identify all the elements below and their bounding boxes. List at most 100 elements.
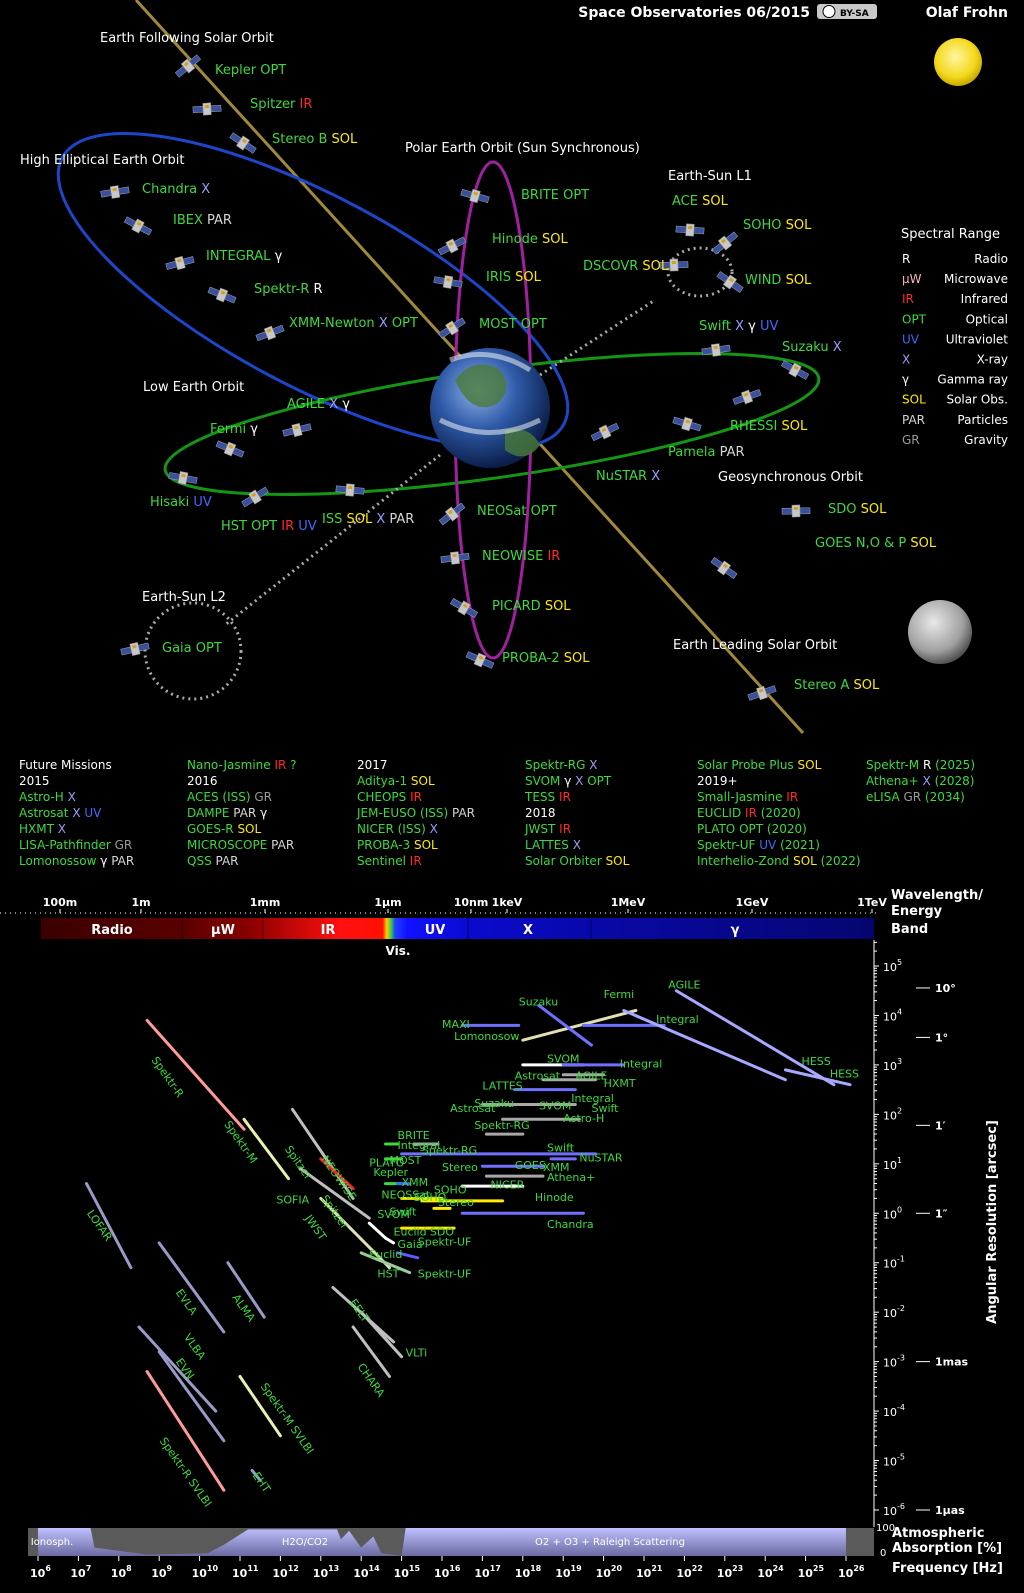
series-label: Gaia	[398, 1238, 423, 1251]
band-tag: UV	[294, 519, 317, 534]
series-label: HESS	[802, 1055, 831, 1068]
satellite-icon	[438, 317, 466, 339]
mission-label-chandra: Chandra X	[142, 182, 210, 197]
mission-label-xmm: XMM-Newton X OPT	[289, 316, 418, 331]
band-tag: SOL	[782, 218, 813, 233]
band-tag: SOL	[777, 419, 808, 434]
angle-label: 1′	[935, 1119, 946, 1132]
band-tag: SOL	[698, 194, 729, 209]
orbit-title-l1: Earth-Sun L1	[668, 169, 752, 184]
mission-label-hisaki: Hisaki UV	[150, 495, 212, 510]
future-year: 2018	[525, 806, 556, 820]
mission-label-suzaku: Suzaku X	[782, 340, 842, 355]
celestial-bodies	[430, 38, 982, 664]
mission-label-pamela: Pamela PAR	[668, 445, 745, 460]
series-gaia	[383, 1236, 396, 1245]
legend-code: GR	[902, 433, 920, 447]
band-tag: R	[309, 282, 322, 297]
series-label: Spektr-RG	[474, 1119, 529, 1132]
satellite-icon	[100, 185, 130, 199]
satellite-icon	[716, 271, 744, 293]
legend-code: UV	[902, 332, 920, 346]
mission-label-proba2: PROBA-2 SOL	[502, 651, 590, 666]
series-label: Hinode	[535, 1191, 574, 1204]
resolution-tick-label: 101	[883, 1156, 902, 1172]
series-label: HESS	[830, 1067, 859, 1080]
band-tag: OPT	[527, 504, 557, 519]
absorption-profile	[38, 1528, 846, 1556]
series-label: Lomonosow	[454, 1030, 519, 1043]
earth-clouds	[438, 351, 542, 435]
satellite-icon	[590, 422, 620, 442]
future-mission: ACES (ISS) GR	[187, 790, 272, 804]
satellite-icon	[192, 102, 222, 116]
future-mission: PLATO OPT (2020)	[697, 822, 807, 836]
absorption-region-label: O2 + O3 + Raleigh Scattering	[535, 1537, 685, 1548]
legend-code: SOL	[902, 393, 926, 407]
satellite-icon	[229, 132, 257, 154]
series-label: Stereo	[438, 1196, 474, 1209]
mission-label-hst: HST OPT IR UV	[221, 519, 317, 534]
band-tag: SOL	[511, 270, 542, 285]
future-mission: CHEOPS IR	[357, 790, 422, 804]
satellite-icon	[780, 360, 810, 380]
band-tag: γ	[246, 422, 258, 437]
future-mission: JWST IR	[525, 822, 572, 836]
angle-label: 1μas	[935, 1504, 965, 1517]
future-year: 2017	[357, 758, 388, 772]
frequency-tick-label: 1013	[313, 1564, 339, 1580]
orbit-title-leo: Low Earth Orbit	[143, 380, 244, 395]
satellite-icon	[460, 188, 490, 204]
series-spektr-r-svlbi	[145, 1370, 226, 1492]
mission-label-neowise: NEOWISE IR	[482, 549, 560, 564]
frequency-tick-label: 1020	[596, 1564, 623, 1580]
series-jwst	[319, 1196, 391, 1270]
satellite-icon	[465, 651, 495, 669]
angle-label: 10°	[935, 982, 956, 995]
frequency-tick-label: 1021	[636, 1564, 663, 1580]
series-spektr-m	[242, 1117, 290, 1181]
frequency-tick-label: 109	[151, 1564, 172, 1580]
future-mission: Spektr-RG X	[525, 758, 598, 772]
series-vlba	[137, 1325, 218, 1413]
series-label: SVOM	[547, 1052, 579, 1065]
frequency-tick-label: 1010	[192, 1564, 219, 1580]
orbit-title-elso: Earth Leading Solar Orbit	[673, 638, 837, 653]
mission-label-hinode: Hinode SOL	[492, 232, 568, 247]
series-label: Stereo	[442, 1161, 478, 1174]
band-label: X	[523, 923, 533, 938]
future-mission: QSS PAR	[187, 854, 239, 868]
series-label: XMM	[543, 1161, 570, 1174]
band-tag: IR	[295, 97, 312, 112]
series-label: Spektr-M SVLBI	[258, 1381, 317, 1457]
wavelength-tick-label: 1TeV	[857, 896, 887, 909]
legend-code: PAR	[902, 413, 925, 427]
mission-label-ibex: IBEX PAR	[173, 213, 232, 228]
legend-code: μW	[902, 272, 922, 286]
satellite-icon	[781, 504, 811, 518]
series-fermi	[622, 1009, 787, 1082]
future-column: Spektr-M R (2025)Athena+ X (2028)eLISA G…	[866, 757, 975, 805]
future-mission: Solar Probe Plus SOL	[697, 758, 822, 772]
band-tag: SOL	[906, 536, 937, 551]
series-label: Swift	[389, 1206, 417, 1219]
future-mission: HXMT X	[19, 822, 66, 836]
future-mission: Astro-H X	[19, 790, 76, 804]
frequency-tick-label: 1019	[555, 1564, 582, 1580]
future-mission: JEM-EUSO (ISS) PAR	[357, 806, 476, 820]
band-label: γ	[731, 923, 740, 938]
frequency-tick-label: 1025	[798, 1564, 825, 1580]
mission-label-spektrr: Spektr-R R	[254, 282, 323, 297]
absorption-top: 100	[876, 1523, 895, 1534]
mission-label-neosat: NEOSat OPT	[477, 504, 557, 519]
satellite-icon	[450, 598, 478, 618]
frequency-tick-label: 108	[111, 1564, 132, 1580]
mission-label-ace: ACE SOL	[672, 194, 729, 209]
band-tag: X	[325, 397, 338, 412]
band-tag: PAR	[385, 512, 414, 527]
satellite-icon	[165, 255, 195, 271]
